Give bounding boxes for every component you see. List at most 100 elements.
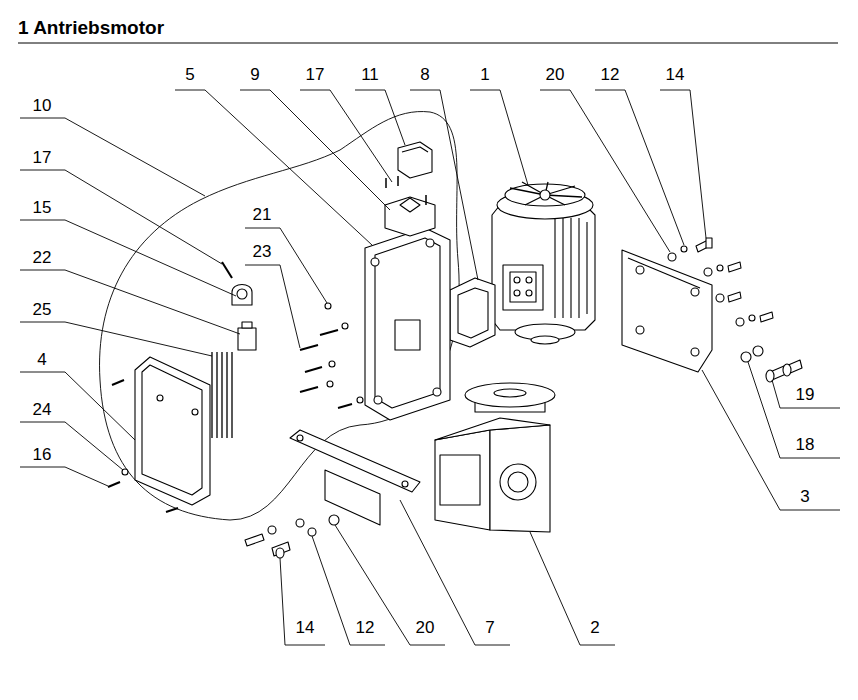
cover-part [142, 365, 202, 495]
callout-number: 2 [588, 618, 601, 638]
screws-part [320, 330, 338, 335]
switch-parts [385, 142, 435, 236]
small-electronics-part [222, 262, 232, 278]
bracket-part [325, 470, 380, 525]
gearbox [435, 383, 555, 532]
leader-lines-part [20, 372, 135, 440]
leader-lines-part [20, 467, 108, 486]
gearbox-part [494, 389, 526, 397]
motor-part [503, 265, 543, 310]
leader-lines-part [20, 118, 205, 196]
mounting-plate-part [691, 348, 699, 356]
bolts-and-washers-part [753, 346, 763, 356]
bottom-fasteners-part [329, 515, 339, 525]
gearbox-part [435, 430, 490, 530]
screws-part [305, 367, 322, 372]
leader-lines-part [410, 90, 478, 280]
bolts-and-washers [668, 238, 802, 382]
small-electronics-part [212, 352, 232, 438]
bolts-and-washers-part [741, 352, 751, 362]
motor-part [510, 182, 582, 205]
callout-number: 24 [31, 400, 54, 420]
electronics-boundary-part [100, 112, 460, 520]
motor-part [531, 336, 559, 344]
switch-parts-part [385, 197, 435, 236]
frame-part [375, 238, 440, 408]
bottom-fasteners-part [296, 519, 304, 527]
motor-part [514, 277, 520, 283]
bolts-and-washers-part [706, 238, 712, 248]
motor-part [526, 277, 532, 283]
callout-number: 17 [304, 65, 327, 85]
callout-number: 19 [794, 385, 817, 405]
leader-lines-part [175, 90, 372, 245]
mounting-plate-part [628, 258, 700, 288]
diagram-title: 1 Antriebsmotor [18, 18, 164, 38]
callout-number: 12 [354, 618, 377, 638]
callout-number: 22 [31, 248, 54, 268]
electronics-boundary [100, 112, 460, 520]
callout-number: 14 [294, 618, 317, 638]
bracket-part [297, 435, 303, 441]
switch-parts-part [398, 142, 432, 178]
callout-number: 23 [251, 242, 274, 262]
motor-part [505, 184, 585, 206]
bolts-and-washers-part [736, 318, 744, 326]
leader-lines-part [280, 558, 325, 645]
bolts-and-washers-part [681, 246, 687, 252]
leader-lines-part [595, 90, 684, 245]
bracket-part [402, 481, 408, 487]
callout-number: 8 [418, 65, 431, 85]
callout-number: 11 [359, 65, 381, 85]
bracket [290, 430, 420, 525]
leader-lines-part [335, 525, 445, 645]
callout-number: 14 [664, 65, 687, 85]
screws-part [325, 303, 331, 309]
gearbox-part [465, 383, 555, 407]
small-electronics-part [242, 322, 252, 328]
callout-number: 15 [31, 198, 54, 218]
callout-number: 7 [483, 618, 496, 638]
gasket-part [458, 288, 488, 338]
motor-part [555, 218, 587, 318]
bolts-and-washers-part [728, 262, 741, 272]
callout-number: 18 [794, 435, 817, 455]
bottom-fasteners-part [268, 526, 276, 534]
screws-part [300, 345, 318, 350]
mounting-plate-part [636, 326, 644, 334]
cover-part [192, 409, 198, 415]
screws-part [108, 482, 120, 487]
leader-lines-part [20, 422, 123, 470]
frame-part [374, 396, 382, 404]
gasket [450, 278, 495, 347]
callout-number: 1 [478, 65, 491, 85]
motor-part [492, 205, 595, 330]
frame-part [395, 320, 420, 350]
leader-lines-part [20, 270, 240, 334]
callout-number: 21 [251, 205, 274, 225]
leader-lines-part [312, 536, 385, 645]
leader-lines-part [300, 90, 392, 182]
motor-part [510, 272, 536, 302]
screws-part [329, 361, 335, 367]
leader-lines-part [20, 322, 212, 356]
callout-number: 12 [599, 65, 622, 85]
callout-number: 25 [31, 300, 54, 320]
callout-number: 5 [183, 65, 196, 85]
title-rule-part [18, 43, 838, 44]
gearbox-part [435, 418, 550, 440]
callout-number: 20 [414, 618, 437, 638]
gearbox-part [440, 455, 480, 505]
mounting-plate-part [636, 266, 644, 274]
motor-part [526, 290, 532, 296]
leader-lines-part [470, 90, 528, 185]
bottom-fasteners-part [308, 528, 316, 536]
leader-lines-part [748, 362, 840, 458]
bolts-and-washers-part [749, 315, 755, 321]
leader-lines-part [702, 370, 840, 510]
leader-lines-part [772, 380, 840, 408]
bolts-and-washers-part [728, 292, 741, 302]
screws-part [112, 380, 124, 385]
callout-number: 10 [31, 96, 54, 116]
